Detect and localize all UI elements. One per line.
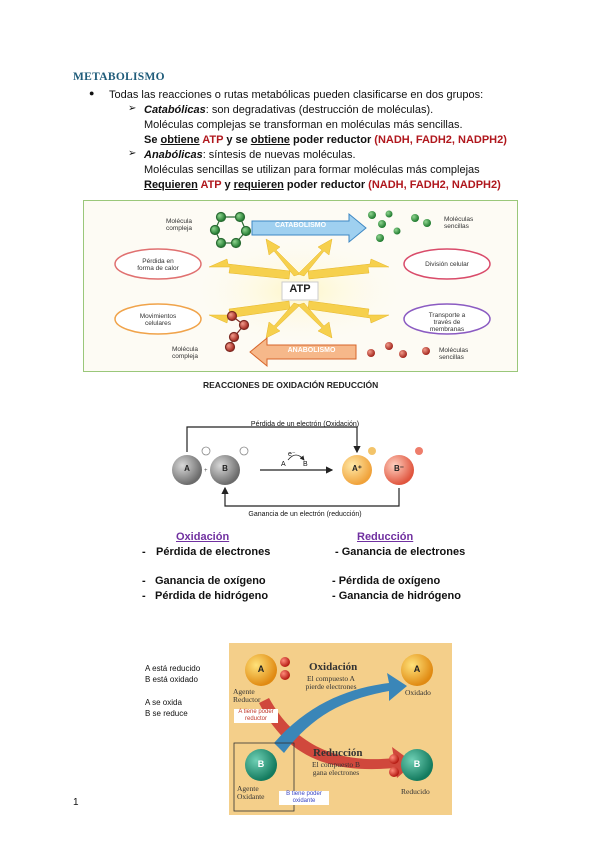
reduction-title: Reducción bbox=[313, 747, 363, 759]
dash: - bbox=[142, 546, 146, 558]
complex-molecule-bottom-label: Molécula compleja bbox=[172, 346, 199, 360]
anabolism-label: ANABOLISMO bbox=[287, 347, 336, 354]
electron-loss-label: Pérdida de un electrón (Oxidación) bbox=[250, 421, 360, 428]
oxidizing-agent-label: Agente Oxidante bbox=[237, 784, 265, 801]
reduction-heading: Reducción bbox=[357, 531, 414, 543]
note-b-oxidized: B está oxidado bbox=[145, 675, 198, 684]
note-a-oxidizes: A se oxida bbox=[145, 698, 182, 707]
redox-agents-graphics bbox=[233, 654, 433, 812]
anabolic-line3: Requieren ATP y requieren poder reductor… bbox=[144, 179, 501, 191]
redox-agents-diagram: A A B B Oxidación El compuesto A pierde … bbox=[229, 643, 452, 815]
red-item-3: - Ganancia de hidrógeno bbox=[332, 590, 461, 602]
oxidation-heading: Oxidación bbox=[176, 531, 230, 543]
complex-molecule-top-label: Molécula compleja bbox=[166, 218, 193, 232]
reducing-agent-label: Agente Reductor bbox=[233, 687, 261, 704]
ox-item-2: Ganancia de oxígeno bbox=[155, 575, 266, 587]
page-title: METABOLISMO bbox=[73, 71, 165, 83]
compound-b-reduced-label: B bbox=[413, 759, 421, 769]
anabolic-line2: Moléculas sencillas se utilizan para for… bbox=[144, 164, 480, 176]
arrow-bullet-icon: ➢ bbox=[128, 148, 137, 159]
oxidation-title: Oxidación bbox=[309, 661, 358, 673]
ox-item-3: Pérdida de hidrógeno bbox=[155, 590, 269, 602]
metabolism-diagram: Molécula compleja CATABOLISMO Moléculas … bbox=[83, 200, 518, 372]
a-reducing-power-note: A tiene poder reductor bbox=[234, 709, 278, 723]
cation-a-label: A⁺ bbox=[352, 464, 362, 473]
catabolism-label: CATABOLISMO bbox=[274, 222, 327, 229]
oxidation-desc: El compuesto A pierde electrones bbox=[305, 674, 357, 691]
redox-title: REACCIONES DE OXIDACIÓN REDUCCIÓN bbox=[203, 380, 379, 390]
simple-molecules-top-label: Moléculas sencillas bbox=[444, 216, 474, 230]
atom-b-label: B bbox=[222, 464, 228, 473]
compound-a-label: A bbox=[257, 664, 265, 674]
compound-b-label: B bbox=[257, 759, 265, 769]
dash: - bbox=[142, 575, 146, 587]
atom-a-label: A bbox=[184, 464, 190, 473]
note-b-reduces: B se reduce bbox=[145, 709, 188, 718]
metabolism-arrows bbox=[114, 210, 491, 368]
atp-label: ATP bbox=[289, 283, 311, 295]
b-oxidizing-power-note: B tiene poder oxidante bbox=[279, 791, 329, 805]
arrow-bullet-icon: ➢ bbox=[128, 103, 137, 114]
note-a-reduced: A está reducido bbox=[145, 664, 201, 673]
red-item-1: - Ganancia de electrones bbox=[335, 546, 466, 558]
arrow-a-label: A bbox=[281, 461, 286, 468]
compound-a-oxidized-label: A bbox=[413, 664, 421, 674]
oxidized-label: Oxidado bbox=[405, 688, 431, 697]
catabolic-line3: Se obtiene ATP y se obtiene poder reduct… bbox=[144, 134, 507, 146]
reduced-label: Reducido bbox=[401, 787, 430, 796]
anion-b-label: B⁻ bbox=[394, 464, 404, 473]
ox-item-1: Pérdida de electrones bbox=[156, 546, 271, 558]
dash: - bbox=[142, 590, 146, 602]
electron-gain-label: Ganancia de un electrón (reducción) bbox=[248, 511, 362, 518]
catabolic-line2: Moléculas complejas se transforman en mo… bbox=[144, 119, 463, 131]
membrane-transport-label: Transporte a través de membranas bbox=[428, 312, 466, 333]
catabolic-line1: Catabólicas: son degradativas (destrucci… bbox=[144, 104, 434, 116]
intro-text: Todas las reacciones o rutas metabólicas… bbox=[109, 89, 484, 101]
electron-transfer-diagram: + bbox=[172, 426, 423, 507]
arrow-b-label: B bbox=[303, 461, 308, 468]
anabolic-line1: Anabólicas: síntesis de nuevas moléculas… bbox=[144, 149, 356, 161]
svg-text:+: + bbox=[204, 468, 208, 474]
cell-division-label: División celular bbox=[425, 261, 469, 268]
electron-label: e⁻ bbox=[288, 451, 296, 458]
page-number: 1 bbox=[73, 797, 79, 808]
cell-movement-label: Movimientos celulares bbox=[139, 313, 177, 327]
bullet-dot: ● bbox=[89, 88, 95, 98]
simple-molecules-bottom-label: Moléculas sencillas bbox=[439, 347, 469, 361]
reduction-desc: El compuesto B gana electrones bbox=[312, 760, 360, 777]
red-item-2: - Pérdida de oxígeno bbox=[332, 575, 441, 587]
heat-loss-label: Pérdida en forma de calor bbox=[137, 258, 179, 272]
